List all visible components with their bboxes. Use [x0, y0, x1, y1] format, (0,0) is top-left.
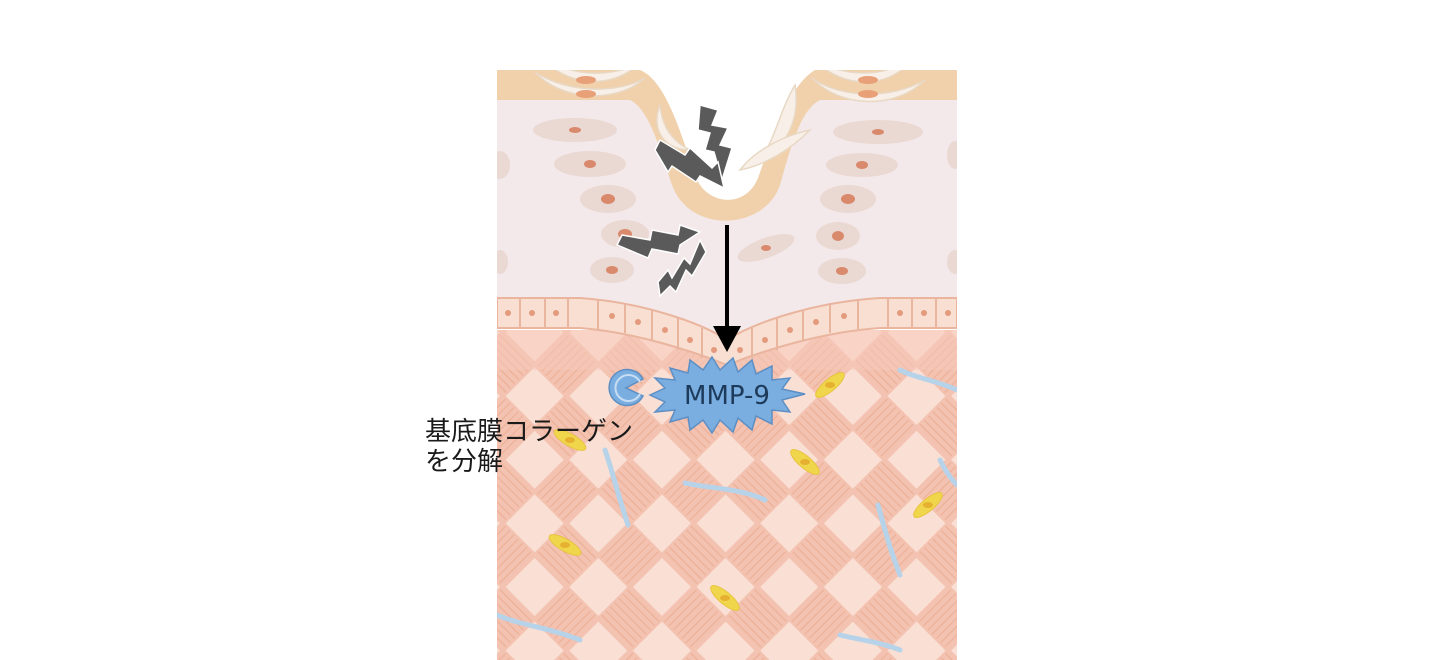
collagen-degradation-label-line2: を分解 — [425, 447, 503, 477]
collagen-degradation-label-line1: 基底膜コラーゲン — [425, 417, 633, 447]
mmp9-label: MMP-9 — [684, 381, 770, 411]
